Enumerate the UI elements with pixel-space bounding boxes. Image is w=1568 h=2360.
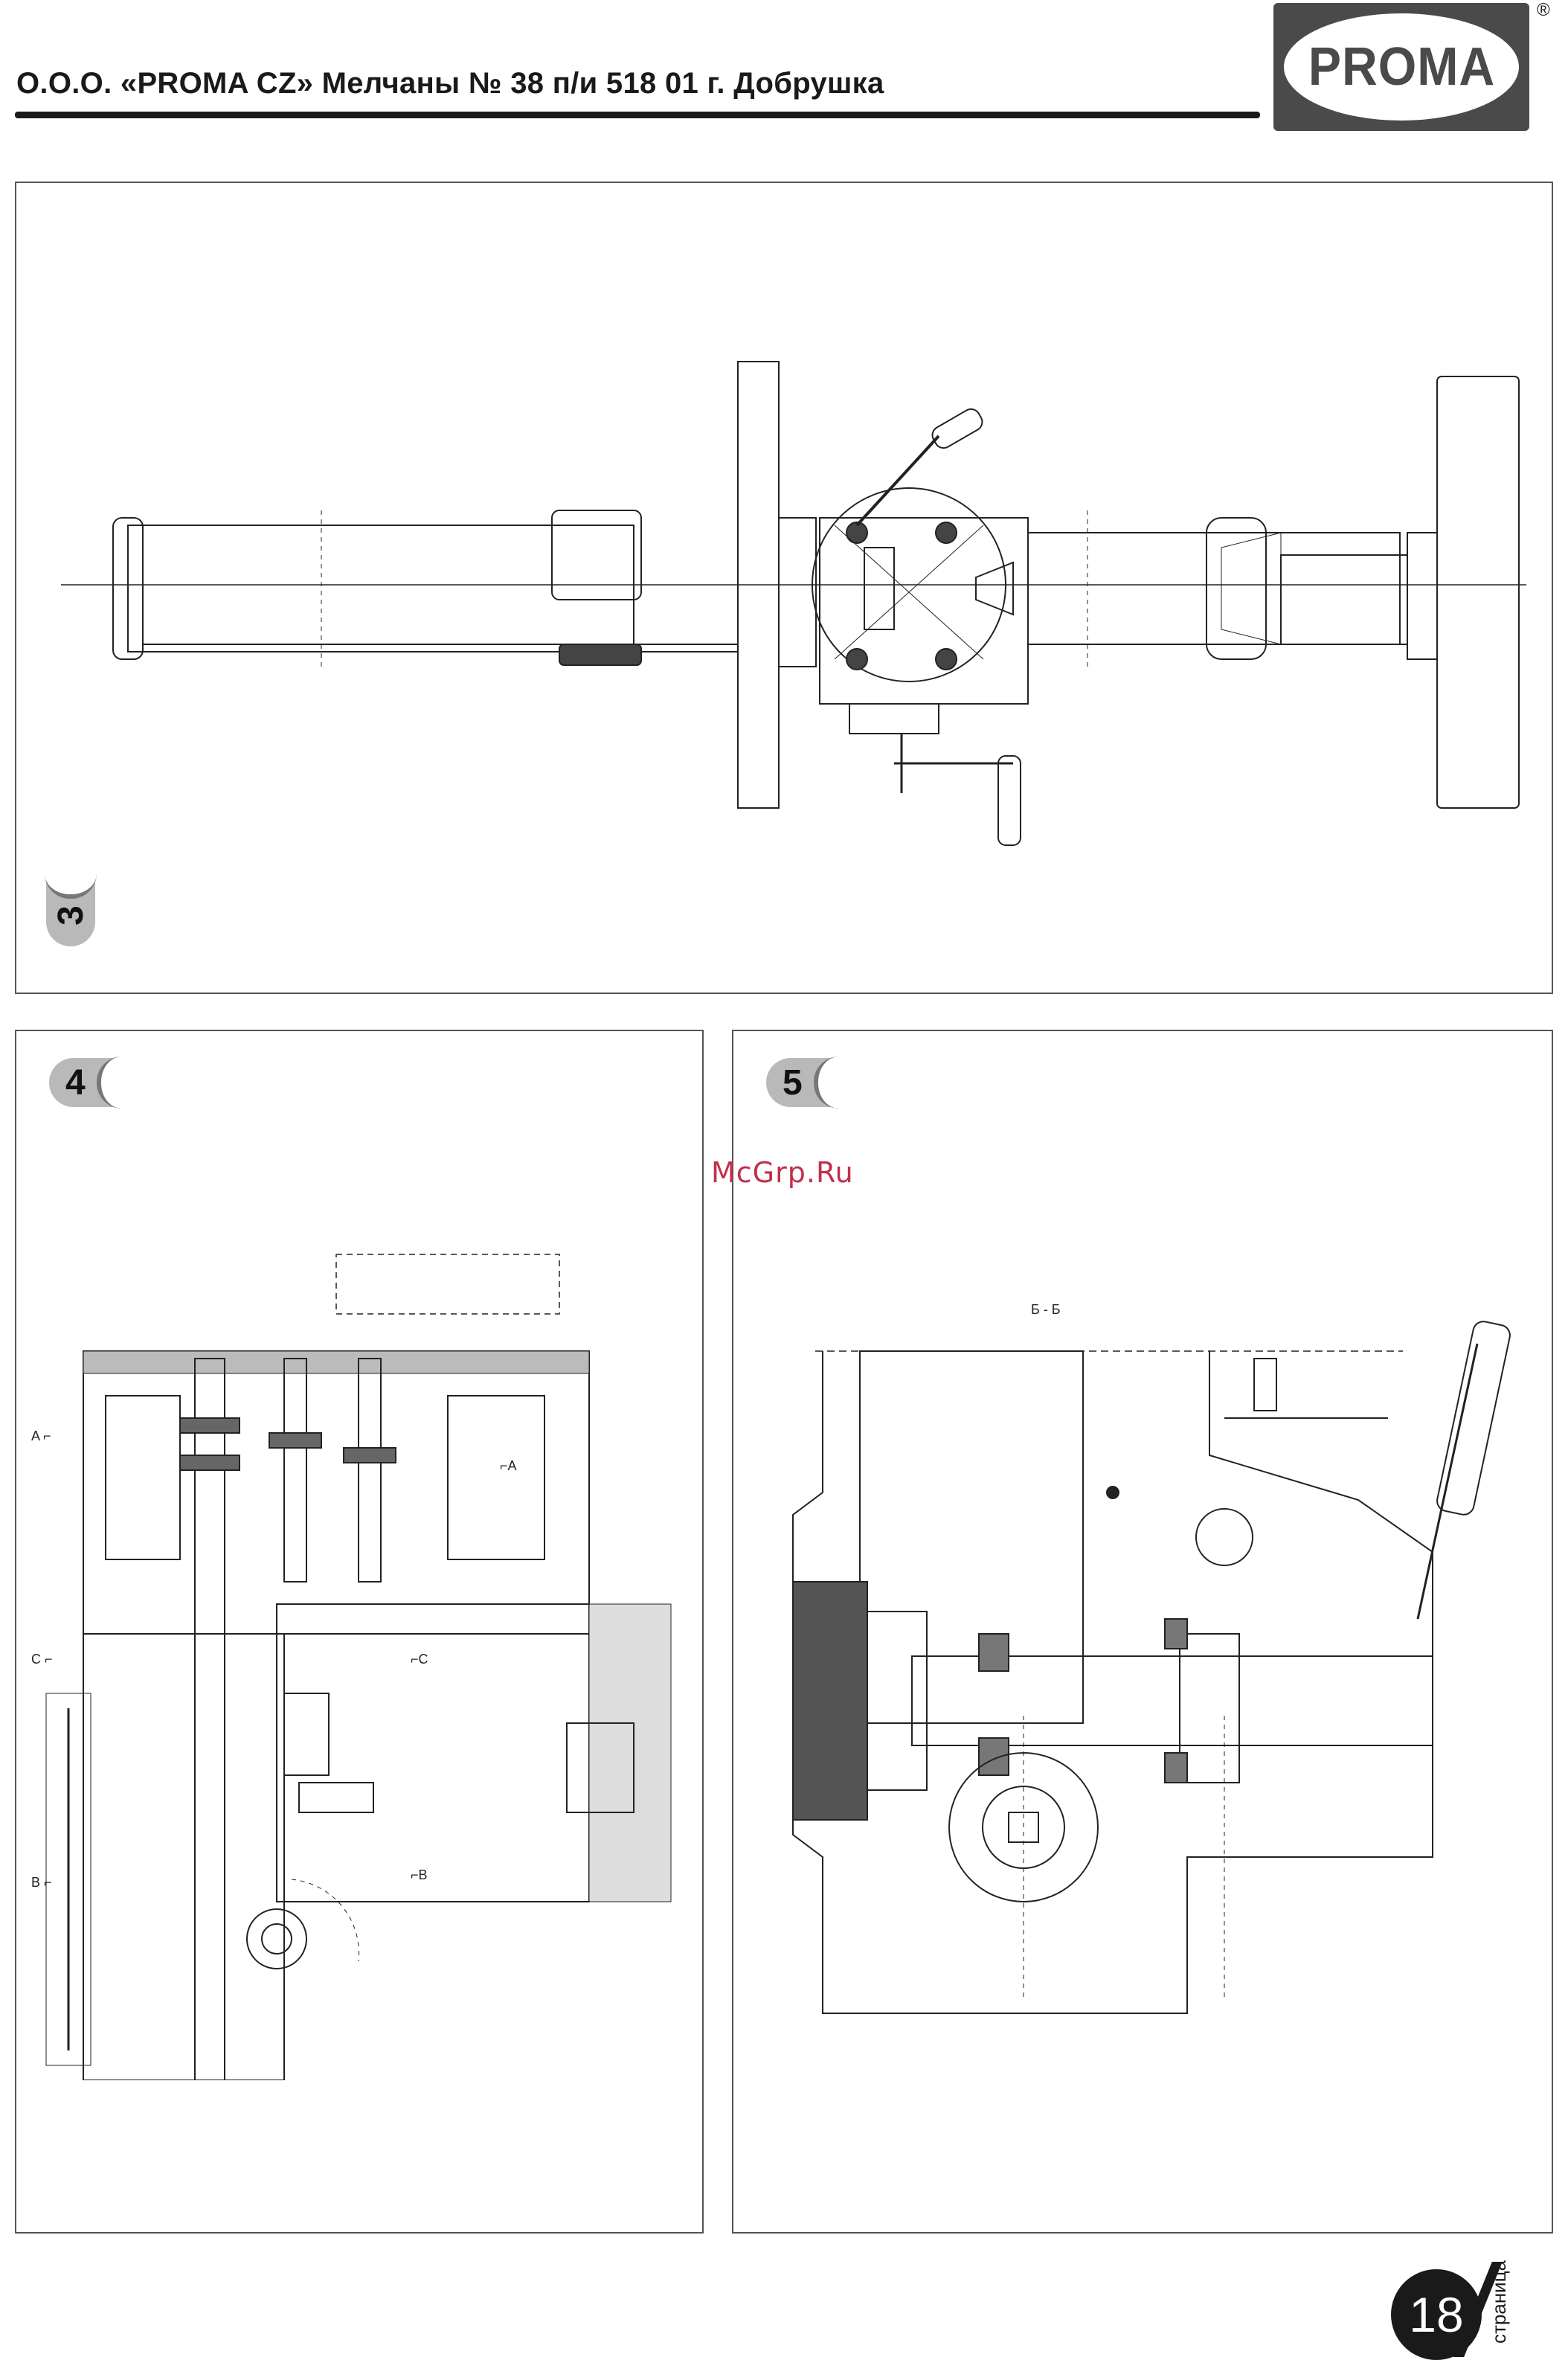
figure-4-drawing: A ⌐ C ⌐ B ⌐ ⌐C ⌐A ⌐B <box>31 1247 701 2080</box>
figure-5-section-label: Б - Б <box>1031 1302 1061 1317</box>
figure-5-drawing: Б - Б <box>763 1269 1537 2073</box>
svg-text:B ⌐: B ⌐ <box>31 1875 52 1890</box>
svg-text:A ⌐: A ⌐ <box>31 1428 51 1443</box>
registered-mark: ® <box>1537 0 1550 21</box>
proma-logo: PROMA <box>1273 3 1529 131</box>
svg-text:⌐C: ⌐C <box>411 1652 428 1667</box>
watermark-text: McGrp.Ru <box>711 1156 854 1189</box>
header-rule <box>15 112 1260 118</box>
figure-4-badge: 4 <box>49 1058 121 1107</box>
svg-text:⌐A: ⌐A <box>500 1458 517 1473</box>
document-header-title: О.О.О. «PROMA CZ» Мелчаны № 38 п/и 518 0… <box>16 67 884 100</box>
logo-text: PROMA <box>1308 36 1494 97</box>
figure-4-number: 4 <box>65 1062 86 1103</box>
figure-5-badge: 5 <box>766 1058 838 1107</box>
page-word-label: страница <box>1488 2260 1511 2344</box>
figure-3-panel: 3 <box>15 182 1553 994</box>
figure-5-number: 5 <box>783 1062 803 1103</box>
page-number: 18 <box>1409 2286 1463 2343</box>
logo-oval: PROMA <box>1284 13 1519 121</box>
svg-text:C ⌐: C ⌐ <box>31 1652 53 1667</box>
svg-text:⌐B: ⌐B <box>411 1867 428 1882</box>
figure-3-number: 3 <box>50 905 91 926</box>
figure-3-badge: 3 <box>46 875 95 946</box>
figure-5-panel: 5 Б - Б <box>732 1030 1553 2234</box>
figure-3-drawing <box>46 332 1534 897</box>
figure-4-panel: 4 A ⌐ C ⌐ B ⌐ ⌐C <box>15 1030 704 2234</box>
